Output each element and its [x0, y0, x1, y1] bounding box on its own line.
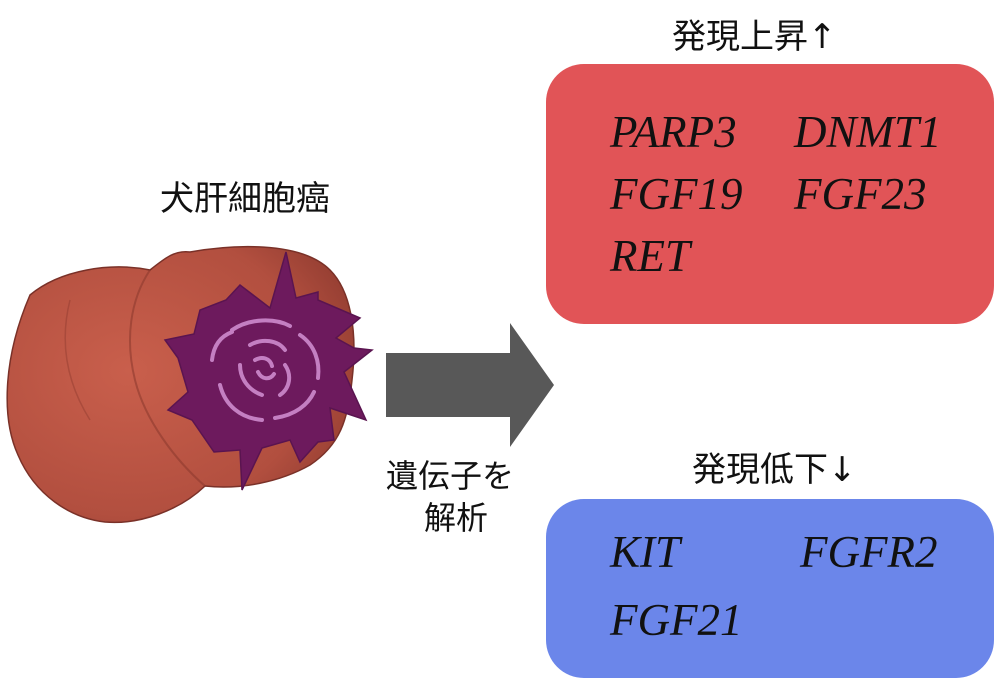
- downregulated-title-text: 発現低下: [692, 450, 828, 490]
- downregulated-box: [546, 499, 994, 678]
- gene-label: RET: [610, 231, 691, 281]
- analysis-arrow: [386, 323, 554, 447]
- upregulated-title-text: 発現上昇: [672, 17, 808, 57]
- upregulated-title: 発現上昇↑: [672, 20, 837, 54]
- up-arrow-icon: ↑: [808, 17, 837, 57]
- tumor-icon: [163, 251, 374, 491]
- gene-label: DNMT1: [794, 107, 942, 157]
- gene-label: FGF19: [610, 169, 743, 219]
- gene-label: PARP3: [610, 107, 737, 157]
- gene-label: KIT: [610, 527, 681, 577]
- gene-label: FGF23: [794, 169, 927, 219]
- downregulated-title: 発現低下↓: [692, 453, 857, 487]
- gene-label: FGFR2: [800, 527, 938, 577]
- upregulated-box: [546, 64, 994, 324]
- liver-title: 犬肝細胞癌: [160, 179, 330, 219]
- arrow-caption-line1: 遺伝子を: [386, 457, 515, 495]
- gene-label: FGF21: [610, 595, 743, 645]
- arrow-caption-line2: 解析: [424, 499, 489, 537]
- down-arrow-icon: ↓: [828, 450, 857, 490]
